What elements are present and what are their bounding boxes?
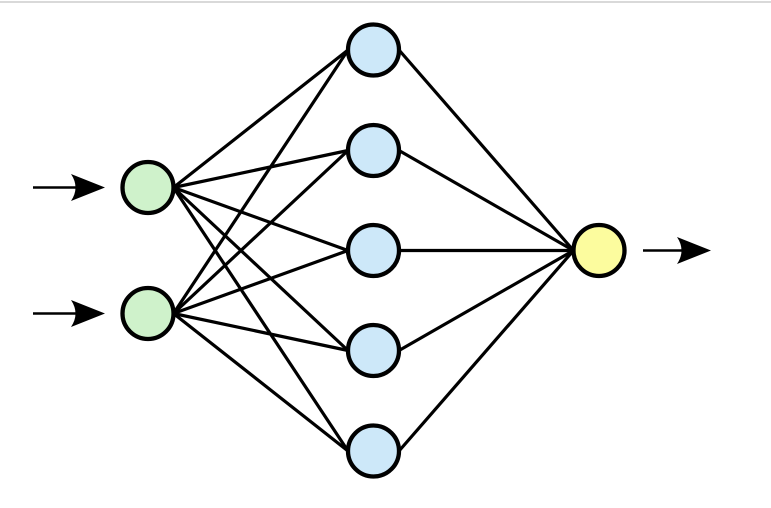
edge-i2-h5 xyxy=(172,312,349,453)
hidden-node-4 xyxy=(345,322,402,379)
window-top-border xyxy=(0,1,771,3)
output-arrow-1-head xyxy=(677,237,711,264)
input-arrow-2-head xyxy=(71,300,105,327)
edge-h2-o1 xyxy=(398,149,575,252)
edge-i1-h2 xyxy=(173,148,349,190)
edge-h5-o1 xyxy=(397,249,575,453)
input-node-2 xyxy=(120,285,176,342)
edge-i2-h1 xyxy=(172,49,350,315)
edge-i1-h1 xyxy=(172,48,349,189)
input-arrow-1-head xyxy=(71,174,105,201)
edge-h1-o1 xyxy=(397,48,575,252)
hidden-node-1 xyxy=(345,22,402,78)
edge-i1-h5 xyxy=(172,186,350,452)
hidden-node-2 xyxy=(345,122,402,179)
edge-i2-h2 xyxy=(172,149,350,315)
output-node-1 xyxy=(571,222,627,279)
edge-i1-h3 xyxy=(172,185,349,253)
edge-h4-o1 xyxy=(398,249,575,352)
hidden-node-5 xyxy=(345,423,402,479)
edge-i1-h4 xyxy=(172,186,350,352)
input-node-1 xyxy=(120,159,176,216)
edge-i2-h4 xyxy=(173,311,349,353)
hidden-node-3 xyxy=(345,222,402,279)
edge-i2-h3 xyxy=(172,248,349,316)
